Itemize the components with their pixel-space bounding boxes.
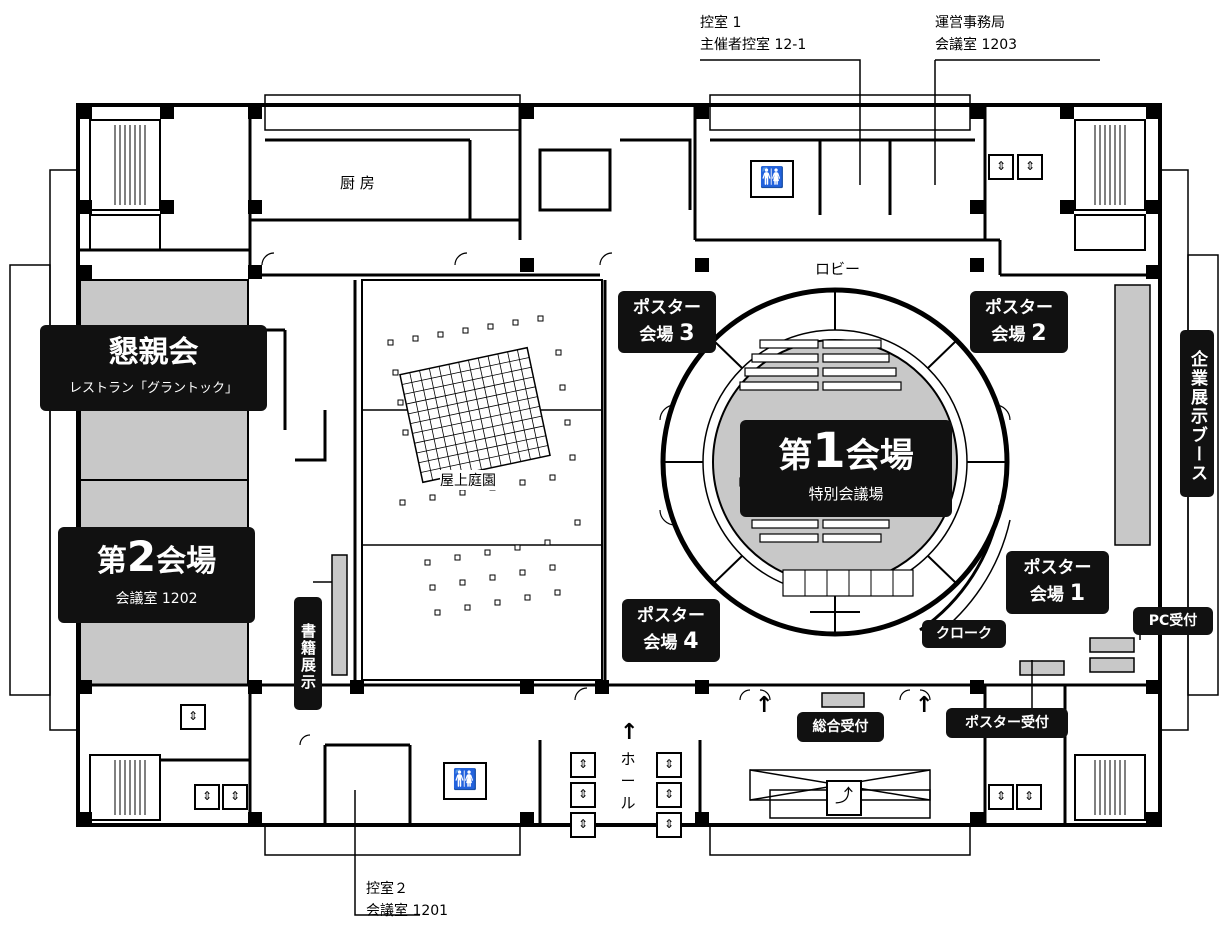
venue-poster2: ポスター 会場 2 bbox=[970, 291, 1068, 353]
general-reception-label: 総合受付 bbox=[797, 712, 884, 742]
venue-hall2-num: 2 bbox=[126, 532, 157, 581]
venue-poster1-line1: ポスター bbox=[1023, 558, 1092, 578]
elevator-icon: ⇕ bbox=[1016, 784, 1042, 810]
poster-reception-label: ポスター受付 bbox=[946, 708, 1068, 738]
elevator-icon: ⇕ bbox=[656, 782, 682, 808]
leader-lines bbox=[313, 59, 1141, 916]
elevator-icon: ⇕ bbox=[194, 784, 220, 810]
cloak-label: クローク bbox=[922, 620, 1006, 648]
callout-hikae1-line1: 控室 1 bbox=[700, 15, 742, 31]
door-swings bbox=[261, 252, 1011, 746]
venue-poster3-line1: ポスター bbox=[633, 298, 701, 318]
room-lobby: ロビー bbox=[815, 258, 861, 279]
venue-poster1-num: 1 bbox=[1069, 581, 1086, 606]
room-kitchen: 厨 房 bbox=[340, 172, 375, 193]
venue-hall2: 第2会場 会議室 1202 bbox=[58, 527, 255, 623]
books-label: 書籍展示 bbox=[294, 597, 322, 710]
venue-hall1-pre: 第 bbox=[778, 436, 813, 476]
venue-poster4-line1: ポスター bbox=[637, 606, 705, 626]
elevator-icon: ⇕ bbox=[222, 784, 248, 810]
venue-konshinkai-sub: レストラン「グラントック」 bbox=[68, 381, 238, 396]
elevator-icon: ⇕ bbox=[988, 784, 1014, 810]
venue-konshinkai: 懇親会 レストラン「グラントック」 bbox=[40, 325, 267, 411]
arrow-up-icon: ↑ bbox=[915, 693, 934, 718]
venue-poster4: ポスター 会場 4 bbox=[622, 599, 720, 662]
venue-hall1-num: 1 bbox=[812, 423, 846, 479]
exhibit-label: 企業展示ブース bbox=[1180, 330, 1214, 497]
callout-hikae1-line2: 主催者控室 12-1 bbox=[700, 37, 807, 53]
venue-hall1-sub: 特別会議場 bbox=[808, 485, 884, 503]
desks bbox=[331, 284, 1151, 708]
elevator-icon: ⇕ bbox=[180, 704, 206, 730]
elevator-icon: ⇕ bbox=[1017, 154, 1043, 180]
pc-reception-label: PC受付 bbox=[1133, 607, 1213, 635]
venue-poster1-line2: 会場 bbox=[1029, 585, 1064, 605]
callout-office: 運営事務局 会議室 1203 bbox=[935, 14, 1017, 54]
callout-office-line2: 会議室 1203 bbox=[935, 37, 1018, 53]
restroom-icon: 🚻 bbox=[443, 762, 487, 800]
elevator-icon: ⇕ bbox=[656, 752, 682, 778]
venue-hall2-pre: 第 bbox=[96, 544, 127, 579]
venue-poster4-line2: 会場 bbox=[643, 633, 678, 653]
elevator-icon: ⇕ bbox=[570, 812, 596, 838]
stair-treads bbox=[114, 125, 1126, 815]
venue-poster1: ポスター 会場 1 bbox=[1006, 551, 1109, 614]
venue-hall1-post: 会場 bbox=[845, 436, 914, 476]
escalator-icon: ⤴ bbox=[826, 780, 862, 816]
rooftop-garden bbox=[361, 279, 603, 681]
elevator-icon: ⇕ bbox=[570, 752, 596, 778]
room-rooftop: 屋上庭園 bbox=[440, 470, 496, 490]
structural-columns bbox=[78, 105, 1160, 826]
venue-poster3-num: 3 bbox=[679, 321, 695, 346]
venue-hall1: 第1会場 特別会議場 bbox=[740, 420, 952, 517]
venue-hall2-sub: 会議室 1202 bbox=[115, 591, 198, 607]
venue-poster3-line2: 会場 bbox=[639, 325, 674, 345]
arrow-up-icon: ↑ bbox=[620, 720, 639, 745]
callout-hikae1: 控室 1 主催者控室 12-1 bbox=[700, 14, 806, 54]
callout-hikae2-line2: 会議室 1201 bbox=[366, 903, 449, 919]
arrow-up-icon: ↑ bbox=[755, 693, 774, 718]
venue-poster2-num: 2 bbox=[1031, 321, 1047, 346]
callout-office-line1: 運営事務局 bbox=[935, 15, 1005, 31]
room-hall: ホール bbox=[618, 748, 638, 814]
callout-hikae2-line1: 控室２ bbox=[366, 881, 408, 897]
venue-poster3: ポスター 会場 3 bbox=[618, 291, 716, 353]
venue-poster2-line1: ポスター bbox=[985, 298, 1053, 318]
venue-poster2-line2: 会場 bbox=[991, 325, 1026, 345]
venue-konshinkai-title: 懇親会 bbox=[108, 335, 199, 370]
venue-poster4-num: 4 bbox=[683, 629, 699, 654]
elevator-icon: ⇕ bbox=[656, 812, 682, 838]
elevator-icon: ⇕ bbox=[988, 154, 1014, 180]
restroom-icon: 🚻 bbox=[750, 160, 794, 198]
venue-hall2-post: 会場 bbox=[156, 544, 217, 579]
callout-hikae2: 控室２ 会議室 1201 bbox=[366, 880, 448, 920]
elevator-icon: ⇕ bbox=[570, 782, 596, 808]
